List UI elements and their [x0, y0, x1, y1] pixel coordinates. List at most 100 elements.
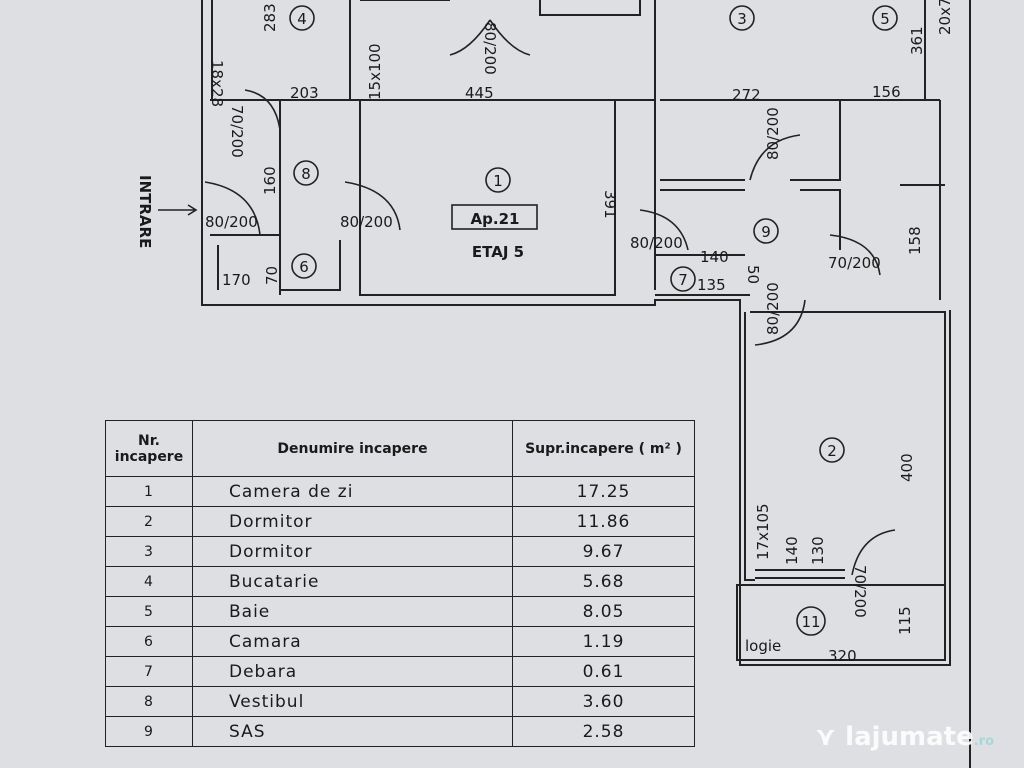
room-7-label: 7: [678, 271, 688, 289]
door-label: 80/200: [764, 282, 782, 335]
row-area: 2.58: [512, 716, 695, 747]
row-area: 8.05: [512, 596, 695, 627]
row-area: 1.19: [512, 626, 695, 657]
row-nr: 3: [105, 536, 193, 567]
door-arcs: [204, 19, 896, 576]
room-3-label: 3: [737, 10, 747, 28]
dimension: 158: [906, 226, 924, 255]
logo-icon: ⋎: [815, 722, 846, 752]
dimension: 140: [700, 248, 729, 266]
dimension: 283: [261, 3, 279, 32]
room-6-label: 6: [299, 258, 309, 276]
room-2-label: 2: [827, 442, 837, 460]
door-label: 80/200: [481, 22, 499, 75]
room-4-label: 4: [297, 10, 307, 28]
row-nr: 8: [105, 686, 193, 717]
row-nr: 1: [105, 476, 193, 507]
dimension: 170: [222, 271, 251, 289]
entrance-arrow-icon: [158, 204, 198, 216]
dimension: 391: [601, 190, 619, 219]
dimension: 18x28: [208, 60, 226, 107]
dimension: 160: [261, 166, 279, 195]
row-name: Bucatarie: [192, 566, 513, 597]
row-name: Camara: [192, 626, 513, 657]
door-label: 80/200: [630, 234, 683, 252]
dimension: 320: [828, 647, 857, 665]
row-name: Debara: [192, 656, 513, 687]
dimension: 115: [896, 606, 914, 635]
dimension: 445: [465, 84, 494, 102]
dimension: 70: [263, 266, 281, 285]
row-area: 11.86: [512, 506, 695, 537]
row-nr: 7: [105, 656, 193, 687]
dimension: 17x105: [754, 503, 772, 560]
dimension: 156: [872, 83, 901, 101]
row-area: 3.60: [512, 686, 695, 717]
dimensions: 283 18x28 203 15x100 445 272 156 361 20x…: [208, 0, 954, 665]
room-11-label: 11: [801, 613, 820, 631]
row-nr: 2: [105, 506, 193, 537]
door-label: 80/200: [764, 107, 782, 160]
table-header: Nr. incapere Denumire incapere Supr.inca…: [105, 420, 695, 477]
room-9-label: 9: [761, 223, 771, 241]
dimension: 130: [809, 536, 827, 565]
door-label: 80/200: [340, 213, 393, 231]
row-name: Baie: [192, 596, 513, 627]
watermark-logo: ⋎ lajumate.ro: [815, 722, 994, 752]
rooms-table: Nr. incapere Denumire incapere Supr.inca…: [105, 420, 695, 747]
door-label: 70/200: [851, 565, 869, 618]
dimension: 140: [783, 536, 801, 565]
row-name: Dormitor: [192, 506, 513, 537]
room-5-label: 5: [880, 10, 890, 28]
row-area: 9.67: [512, 536, 695, 567]
floor-label: ETAJ 5: [472, 243, 524, 261]
row-area: 5.68: [512, 566, 695, 597]
entrance-marker: INTRARE: [136, 175, 198, 248]
apartment-label: Ap.21 ETAJ 5: [451, 204, 538, 261]
header-name: Denumire incapere: [192, 420, 513, 477]
header-nr: Nr. incapere: [105, 420, 193, 477]
row-nr: 6: [105, 626, 193, 657]
room-markers: 4 3 5 1 8 6 9 7 2 11: [289, 5, 898, 636]
room-8-label: 8: [301, 165, 311, 183]
door-label: 70/200: [228, 105, 246, 158]
door-label: 80/200: [205, 213, 258, 231]
row-nr: 9: [105, 716, 193, 747]
walls: [201, 0, 971, 768]
door-labels: 80/200 70/200 80/200 80/200 80/200 80/20…: [205, 22, 881, 618]
dimension: 361: [908, 26, 926, 55]
room-1-label: 1: [493, 172, 503, 190]
row-nr: 4: [105, 566, 193, 597]
row-name: Dormitor: [192, 536, 513, 567]
dimension: 203: [290, 84, 319, 102]
apartment-number: Ap.21: [471, 210, 520, 228]
logo-brand: lajumate: [845, 722, 974, 752]
door-label: 70/200: [828, 254, 881, 272]
row-area: 17.25: [512, 476, 695, 507]
logia-label: logie: [745, 637, 781, 655]
dimension: 20x7: [936, 0, 954, 35]
dimension: 135: [697, 276, 726, 294]
row-area: 0.61: [512, 656, 695, 687]
row-name: SAS: [192, 716, 513, 747]
row-nr: 5: [105, 596, 193, 627]
row-name: Vestibul: [192, 686, 513, 717]
header-area: Supr.incapere ( m² ): [512, 420, 695, 477]
entrance-label: INTRARE: [136, 175, 154, 248]
dimension: 400: [898, 453, 916, 482]
row-name: Camera de zi: [192, 476, 513, 507]
dimension: 15x100: [366, 43, 384, 100]
logo-tld: .ro: [973, 734, 995, 749]
dimension: 50: [744, 265, 762, 284]
dimension: 272: [732, 86, 761, 104]
